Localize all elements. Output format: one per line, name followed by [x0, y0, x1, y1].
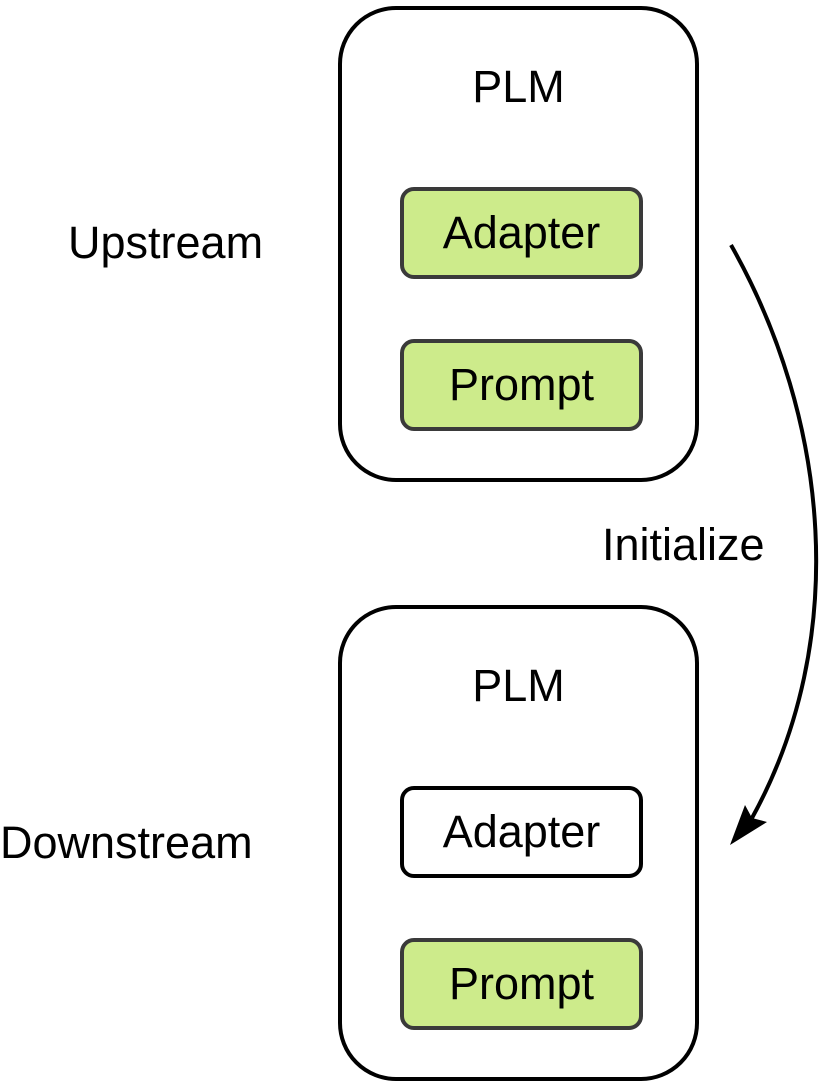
upstream-stage-label: Upstream: [68, 217, 264, 268]
upstream-plm-box: PLM Adapter Prompt: [338, 6, 699, 482]
downstream-prompt-module: Prompt: [400, 938, 643, 1030]
downstream-plm-title: PLM: [472, 660, 565, 711]
initialize-arrow-head: [730, 805, 767, 845]
upstream-adapter-module: Adapter: [400, 187, 643, 279]
initialize-edge-label: Initialize: [602, 519, 765, 570]
downstream-stage-label: Downstream: [0, 817, 253, 868]
downstream-adapter-module: Adapter: [400, 786, 643, 878]
downstream-plm-box: PLM Adapter Prompt: [338, 605, 699, 1081]
initialize-arrow-curve: [729, 244, 819, 819]
upstream-prompt-module: Prompt: [400, 339, 643, 431]
upstream-plm-title: PLM: [472, 61, 565, 112]
